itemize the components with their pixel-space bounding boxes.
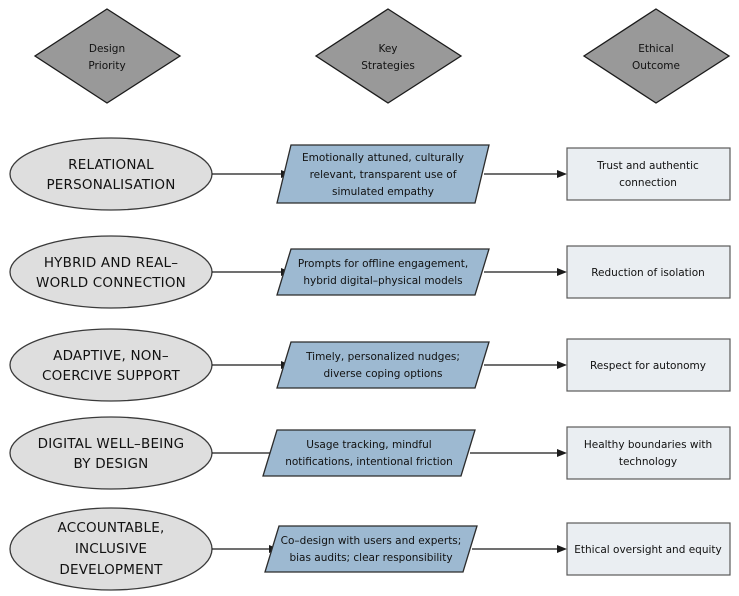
outcome-label-line: Respect for autonomy: [590, 360, 706, 372]
arrowhead-icon: [557, 268, 567, 276]
outcome-rect-healthy-boundaries-with-technology[interactable]: [566, 426, 731, 480]
priority-label-line: WORLD CONNECTION: [36, 275, 186, 291]
strategy-label-line: bias audits; clear responsibility: [289, 552, 452, 564]
column-header-design-priority: Design Priority: [33, 8, 182, 104]
header-label-key-strategies-line1: Key: [378, 43, 397, 55]
strategy-label-line: relevant, transparent use of: [310, 169, 457, 181]
priority-ellipse-relational-personalisation[interactable]: [9, 137, 213, 211]
outcome-rect-ethical-oversight-and-equity[interactable]: [566, 522, 731, 576]
outcome-rect-respect-for-autonomy[interactable]: [566, 338, 731, 392]
strategy-parallelogram-relational-personalisation[interactable]: [276, 144, 490, 204]
outcome-label-line: Healthy boundaries with: [584, 439, 712, 451]
priority-label-line: INCLUSIVE: [75, 541, 147, 557]
outcome-label-line: technology: [619, 456, 677, 468]
flow-row: ACCOUNTABLE, INCLUSIVE DEVELOPMENT Co–de…: [9, 507, 731, 591]
flow-row: DIGITAL WELL–BEING BY DESIGN Usage track…: [9, 416, 731, 490]
priority-ellipse-digital-well-being-by-design[interactable]: [9, 416, 213, 490]
strategy-parallelogram-digital-well-being-by-design[interactable]: [262, 429, 476, 477]
strategy-label-line: diverse coping options: [324, 368, 443, 380]
priority-label-line: ADAPTIVE, NON–: [53, 348, 169, 364]
strategy-label-line: Emotionally attuned, culturally: [302, 152, 464, 164]
priority-label-line: HYBRID AND REAL–: [44, 255, 178, 271]
header-label-ethical-outcome-line1: Ethical: [638, 43, 673, 55]
column-header-key-strategies: Key Strategies: [314, 8, 463, 104]
outcome-rect-reduction-of-isolation[interactable]: [566, 245, 731, 299]
outcome-label-line: connection: [619, 177, 677, 189]
header-label-design-priority-line2: Priority: [88, 60, 125, 72]
diamond-shape-ethical-outcome: [582, 8, 731, 104]
outcome-rect-trust-and-authentic-connection[interactable]: [566, 147, 731, 201]
outcome-label-line: Ethical oversight and equity: [574, 544, 721, 556]
priority-label-line: COERCIVE SUPPORT: [42, 368, 181, 384]
arrowhead-icon: [557, 170, 567, 178]
column-header-ethical-outcome: Ethical Outcome: [582, 8, 731, 104]
arrowhead-icon: [557, 545, 567, 553]
header-label-ethical-outcome-line2: Outcome: [632, 60, 680, 72]
priority-ellipse-hybrid-real-world-connection[interactable]: [9, 235, 213, 309]
strategy-label-line: Prompts for offline engagement,: [298, 258, 468, 270]
header-label-key-strategies-line2: Strategies: [361, 60, 415, 72]
strategy-parallelogram-hybrid-real-world-connection[interactable]: [276, 248, 490, 296]
diamond-shape-key-strategies: [314, 8, 463, 104]
strategy-label-line: Co–design with users and experts;: [281, 535, 462, 547]
priority-label-line: ACCOUNTABLE,: [58, 520, 165, 536]
flow-row: RELATIONAL PERSONALISATION Emotionally a…: [9, 137, 731, 211]
flow-row: ADAPTIVE, NON– COERCIVE SUPPORT Timely, …: [9, 328, 731, 402]
outcome-label-line: Trust and authentic: [596, 160, 699, 172]
diamond-shape-design-priority: [33, 8, 182, 104]
priority-label-line: BY DESIGN: [74, 456, 149, 472]
priority-label-line: PERSONALISATION: [46, 177, 175, 193]
strategy-label-line: notifications, intentional friction: [285, 456, 453, 468]
strategy-parallelogram-accountable-inclusive-development[interactable]: [264, 525, 478, 573]
arrowhead-icon: [557, 449, 567, 457]
strategy-label-line: hybrid digital–physical models: [303, 275, 462, 287]
priority-label-line: RELATIONAL: [68, 157, 154, 173]
priority-label-line: DEVELOPMENT: [59, 562, 163, 578]
outcome-label-line: Reduction of isolation: [591, 267, 705, 279]
header-label-design-priority-line1: Design: [89, 43, 125, 55]
priority-ellipse-adaptive-non-coercive-support[interactable]: [9, 328, 213, 402]
strategy-label-line: Timely, personalized nudges;: [305, 351, 460, 363]
strategy-label-line: Usage tracking, mindful: [306, 439, 431, 451]
strategy-label-line: simulated empathy: [332, 186, 434, 198]
flow-row: HYBRID AND REAL– WORLD CONNECTION Prompt…: [9, 235, 731, 309]
priority-label-line: DIGITAL WELL–BEING: [38, 436, 185, 452]
strategy-parallelogram-adaptive-non-coercive-support[interactable]: [276, 341, 490, 389]
arrowhead-icon: [557, 361, 567, 369]
